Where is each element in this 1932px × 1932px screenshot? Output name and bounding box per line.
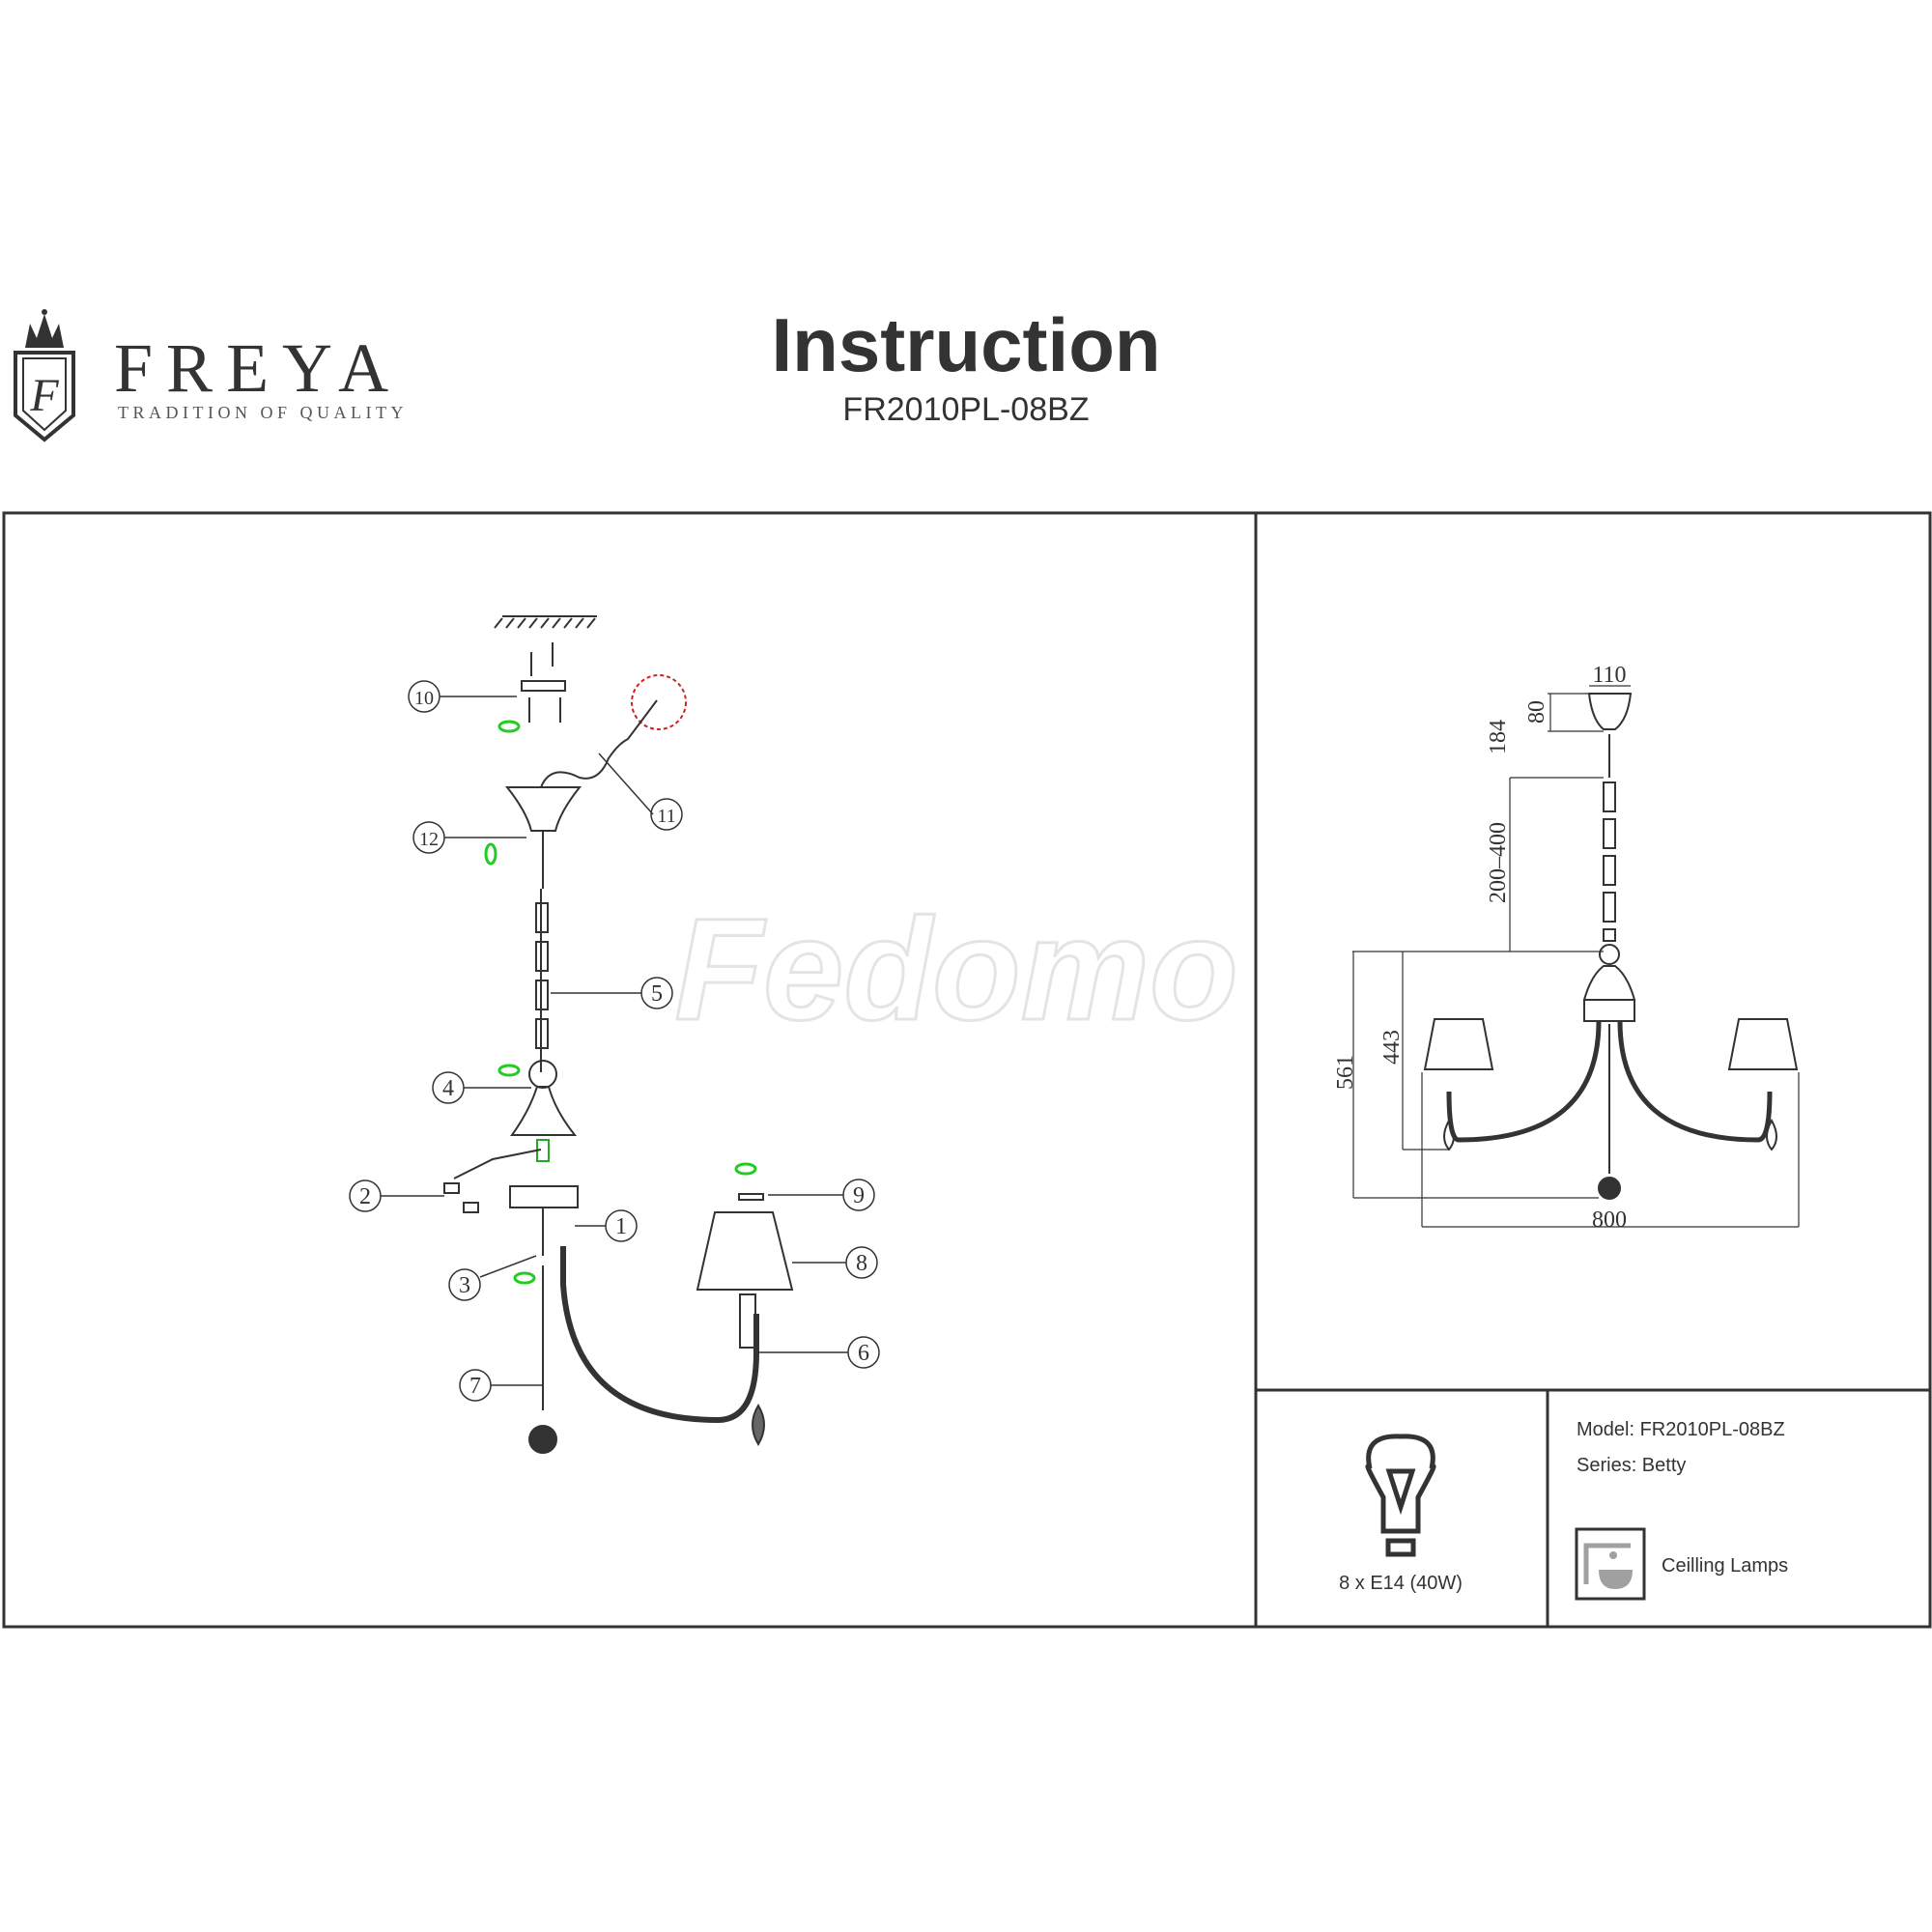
- svg-text:6: 6: [858, 1341, 869, 1366]
- svg-text:7: 7: [469, 1374, 481, 1399]
- callout-numbers: 1 2 3 4 5 6 7 8 9 10 11 12: [349, 680, 880, 1402]
- page-title: Instruction: [771, 302, 1161, 387]
- watermark: Fedomo: [674, 888, 1237, 1050]
- brand-name: FREYA: [114, 329, 403, 407]
- svg-text:11: 11: [657, 806, 675, 827]
- svg-text:12: 12: [419, 829, 439, 850]
- dim-total-height: 561: [1333, 1055, 1358, 1090]
- dim-canopy-width: 110: [1592, 663, 1626, 688]
- svg-text:1: 1: [615, 1214, 627, 1239]
- callout-6: 6: [847, 1336, 880, 1369]
- svg-text:10: 10: [414, 688, 434, 709]
- svg-text:F: F: [29, 370, 59, 421]
- callout-10: 10: [408, 680, 440, 713]
- category-label: Ceilling Lamps: [1662, 1555, 1788, 1577]
- model-code: FR2010PL-08BZ: [842, 391, 1090, 428]
- callout-5: 5: [640, 977, 673, 1009]
- ceiling-lamp-icon: [1575, 1527, 1646, 1601]
- rotation-arrow-icons: [484, 720, 757, 1285]
- callout-2: 2: [349, 1179, 382, 1212]
- callout-12: 12: [412, 821, 445, 854]
- dimension-labels: 110 80 184 200–400 443 561 800: [1333, 663, 1627, 1233]
- brand-tagline: TRADITION OF QUALITY: [118, 403, 408, 422]
- model-info: Model: FR2010PL-08BZ: [1577, 1419, 1785, 1440]
- svg-text:3: 3: [459, 1273, 470, 1298]
- dimension-drawing: [1423, 693, 1799, 1200]
- freya-logo-crest-icon: F: [14, 309, 75, 442]
- callout-8: 8: [845, 1246, 878, 1279]
- callout-7: 7: [459, 1369, 492, 1402]
- dimension-lines: [1352, 685, 1800, 1228]
- exploded-assembly-drawing: [443, 615, 794, 1454]
- frame-lines: [2, 511, 1932, 1629]
- dim-canopy-height: 80: [1524, 700, 1549, 724]
- bulb-icon: [1365, 1434, 1436, 1557]
- svg-text:5: 5: [651, 981, 663, 1007]
- svg-text:4: 4: [442, 1076, 454, 1101]
- series-info: Series: Betty: [1577, 1455, 1686, 1476]
- svg-text:8: 8: [856, 1251, 867, 1276]
- callout-3: 3: [448, 1268, 481, 1301]
- dim-top-to-chain: 184: [1486, 720, 1511, 754]
- dim-chain-range: 200–400: [1486, 822, 1511, 903]
- bulb-spec: 8 x E14 (40W): [1339, 1573, 1463, 1594]
- dim-width: 800: [1592, 1208, 1627, 1233]
- svg-text:9: 9: [853, 1183, 865, 1208]
- dim-body-height: 443: [1379, 1030, 1405, 1065]
- callout-9: 9: [842, 1179, 875, 1211]
- callout-1: 1: [605, 1209, 638, 1242]
- callout-11: 11: [650, 798, 683, 831]
- callout-4: 4: [432, 1071, 465, 1104]
- svg-text:2: 2: [359, 1184, 371, 1209]
- callout-leaders: [381, 696, 848, 1386]
